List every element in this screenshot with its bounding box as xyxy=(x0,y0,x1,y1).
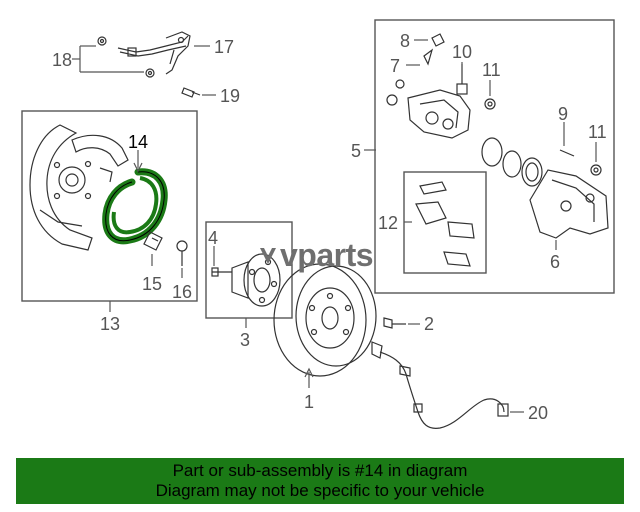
callout-1: 1 xyxy=(304,392,314,412)
callout-14: 14 xyxy=(128,132,148,152)
callout-13: 13 xyxy=(100,314,120,334)
callout-11-top: 11 xyxy=(482,60,501,80)
notice-line-2: Diagram may not be specific to your vehi… xyxy=(155,481,485,500)
brake-disc xyxy=(273,263,377,377)
callout-2: 2 xyxy=(424,314,434,334)
hold-down-pin xyxy=(176,240,188,266)
callout-5: 5 xyxy=(351,141,361,161)
callout-7: 7 xyxy=(390,56,400,76)
callout-15: 15 xyxy=(142,274,162,294)
backing-plate xyxy=(29,124,129,251)
callout-19: 19 xyxy=(220,86,240,106)
brake-hose-assembly xyxy=(97,31,201,98)
callout-20: 20 xyxy=(528,403,548,423)
callout-10: 10 xyxy=(452,42,472,62)
caliper-carrier xyxy=(529,149,609,239)
disc-bolt xyxy=(383,317,406,329)
wheel-hub xyxy=(211,253,281,307)
callout-9: 9 xyxy=(558,104,568,124)
hub-group-box xyxy=(205,221,293,319)
shoe-hold-down-spring xyxy=(143,231,163,251)
callout-11-right: 11 xyxy=(588,122,607,142)
callout-3: 3 xyxy=(240,330,250,350)
highlight-notice-banner: Part or sub-assembly is #14 in diagram D… xyxy=(16,458,624,504)
vparts-watermark: vparts xyxy=(258,236,388,274)
caliper-group-box xyxy=(374,19,615,294)
vparts-brand-text: vparts xyxy=(280,237,374,273)
parking-brake-shoe-highlighted xyxy=(102,168,168,245)
brake-pads xyxy=(415,181,475,267)
callout-8: 8 xyxy=(400,31,410,51)
callout-12: 12 xyxy=(378,213,398,233)
boot-kit xyxy=(423,33,445,66)
wheel-speed-sensor xyxy=(371,341,509,429)
callout-17: 17 xyxy=(214,37,234,57)
callout-4: 4 xyxy=(208,228,218,248)
callout-6: 6 xyxy=(550,252,560,272)
piston-seal-kit xyxy=(481,137,543,187)
callout-18: 18 xyxy=(52,50,72,70)
vparts-logo-icon xyxy=(260,248,276,264)
notice-line-1: Part or sub-assembly is #14 in diagram xyxy=(172,461,468,480)
callout-16: 16 xyxy=(172,282,192,302)
caliper-body xyxy=(386,79,471,139)
